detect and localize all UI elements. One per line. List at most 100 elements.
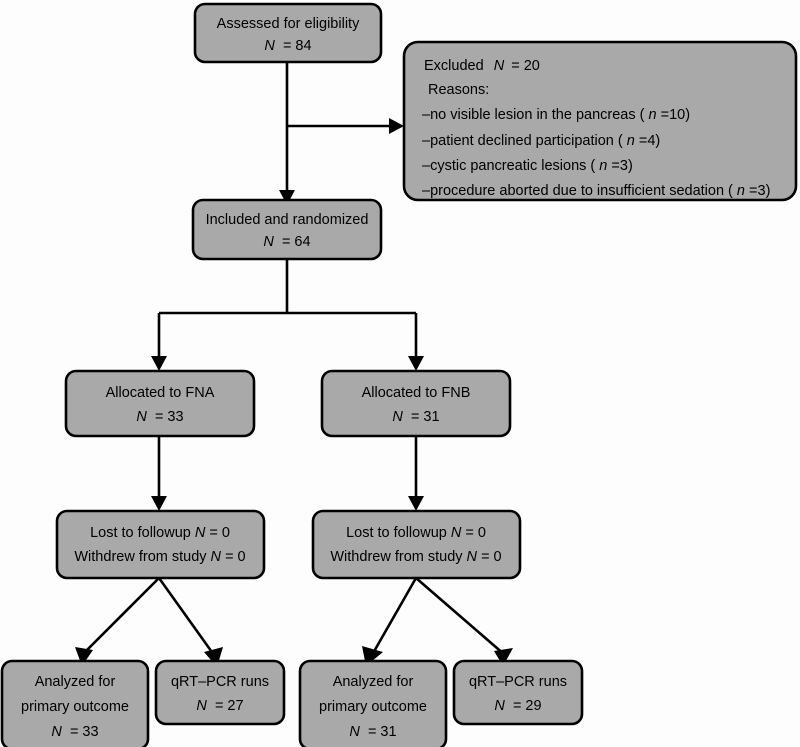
followup-fnb-line2-italic: N <box>467 549 478 565</box>
assessed-box[interactable] <box>193 2 383 64</box>
excluded-reason-2-tail: =4) <box>639 133 660 149</box>
excluded-reason-4-tail: =3) <box>749 183 770 199</box>
connector-fnb-followup-to-analyzed <box>362 577 418 666</box>
excluded-reason-1-tail: =10) <box>661 107 690 123</box>
followup-fna-line2: Withdrew from study N = 0 <box>74 549 245 565</box>
qrtpcr-fnb-n-value: = 29 <box>513 698 542 714</box>
excluded-reason-2-italic: n <box>627 133 635 149</box>
analyzed-fna-line3: N = 33 <box>51 724 98 740</box>
alloc-fnb-n-italic: N <box>392 409 403 425</box>
included-line1: Included and randomized <box>206 212 369 228</box>
included-line2: N = 64 <box>263 234 310 250</box>
analyzed-fna-box[interactable] <box>0 659 150 747</box>
excluded-heading-italic: N <box>494 58 505 74</box>
excluded-reason-4: –procedure aborted due to insufficient s… <box>422 183 770 199</box>
qrtpcr-fnb-n-italic: N <box>494 698 505 714</box>
excluded-reason-1-italic: n <box>649 107 657 123</box>
followup-fnb-line2-post: = 0 <box>481 549 502 565</box>
connector-assessed-to-included <box>279 62 295 205</box>
alloc-fna-n-italic: N <box>136 409 147 425</box>
excluded-reason-1-text: –no visible lesion in the pancreas ( <box>422 107 645 123</box>
excluded-reason-3-italic: n <box>599 158 607 174</box>
qrtpcr-fna-n-italic: N <box>196 698 207 714</box>
connector-fnb-alloc-to-followup <box>408 436 424 511</box>
qrtpcr-fna-n-value: = 27 <box>215 698 244 714</box>
alloc-fna-line1: Allocated to FNA <box>106 385 215 401</box>
excluded-reason-3-text: –cystic pancreatic lesions ( <box>422 158 595 174</box>
followup-fna-line1-italic: N <box>195 525 206 541</box>
included-n-italic: N <box>263 234 274 250</box>
qrtpcr-fna-line2: N = 27 <box>196 698 243 714</box>
excluded-reason-3: –cystic pancreatic lesions ( n =3) <box>422 158 633 174</box>
node-excluded[interactable]: Excluded N = 20 Reasons: –no visible les… <box>402 40 798 202</box>
analyzed-fna-n-italic: N <box>51 724 62 740</box>
followup-fna-box[interactable] <box>55 509 266 580</box>
excluded-reason-3-tail: =3) <box>611 158 632 174</box>
followup-fna-line1: Lost to followup N = 0 <box>90 525 230 541</box>
alloc-fnb-box[interactable] <box>320 369 512 438</box>
alloc-fnb-line1: Allocated to FNB <box>362 385 471 401</box>
node-included-and-randomized[interactable]: Included and randomized N = 64 <box>191 198 383 261</box>
qrtpcr-fna-line1: qRT–PCR runs <box>171 674 269 690</box>
qrtpcr-fnb-line1: qRT–PCR runs <box>469 674 567 690</box>
followup-fna-line1-pre: Lost to followup <box>90 525 195 541</box>
followup-fnb-line2: Withdrew from study N = 0 <box>330 549 501 565</box>
followup-fnb-line2-pre: Withdrew from study <box>330 549 466 565</box>
excluded-heading-value: = 20 <box>511 58 540 74</box>
connector-fnb-followup-to-qrtpcr <box>415 577 513 666</box>
analyzed-fnb-line3: N = 31 <box>349 724 396 740</box>
followup-fna-line2-italic: N <box>211 549 222 565</box>
excluded-reasons-label: Reasons: <box>428 82 489 98</box>
followup-fna-line2-pre: Withdrew from study <box>74 549 210 565</box>
analyzed-fnb-line2: primary outcome <box>319 699 427 715</box>
excluded-reason-1: –no visible lesion in the pancreas ( n =… <box>422 107 690 123</box>
followup-fnb-line1-italic: N <box>451 525 462 541</box>
qrtpcr-fnb-line2: N = 29 <box>494 698 541 714</box>
alloc-fna-box[interactable] <box>64 369 256 438</box>
node-qrtpcr-fnb[interactable]: qRT–PCR runs N = 29 <box>452 659 584 726</box>
followup-fnb-box[interactable] <box>311 509 522 580</box>
included-box[interactable] <box>191 198 383 261</box>
assessed-n-value: = 84 <box>283 38 312 54</box>
excluded-reason-4-italic: n <box>737 183 745 199</box>
connector-fna-followup-to-qrtpcr <box>157 577 223 667</box>
alloc-fna-n-value: = 33 <box>155 409 184 425</box>
node-qrtpcr-fna[interactable]: qRT–PCR runs N = 27 <box>154 659 286 726</box>
connector-fna-alloc-to-followup <box>151 436 167 511</box>
followup-fnb-line1-pre: Lost to followup <box>346 525 451 541</box>
excluded-box[interactable] <box>402 40 798 202</box>
node-analyzed-fna[interactable]: Analyzed for primary outcome N = 33 <box>0 659 150 747</box>
excluded-heading: Excluded N = 20 <box>424 58 540 74</box>
alloc-fna-line2: N = 33 <box>136 409 183 425</box>
alloc-fnb-n-value: = 31 <box>411 409 440 425</box>
node-followup-fnb[interactable]: Lost to followup N = 0 Withdrew from stu… <box>311 509 522 580</box>
qrtpcr-fna-box[interactable] <box>154 659 286 726</box>
alloc-fnb-line2: N = 31 <box>392 409 439 425</box>
assessed-n-italic: N <box>264 38 275 54</box>
analyzed-fnb-n-value: = 31 <box>368 724 397 740</box>
followup-fnb-line1-post: = 0 <box>465 525 486 541</box>
node-allocated-to-fna[interactable]: Allocated to FNA N = 33 <box>64 369 256 438</box>
analyzed-fna-line2: primary outcome <box>21 699 129 715</box>
node-assessed-for-eligibility[interactable]: Assessed for eligibility N = 84 <box>193 2 383 64</box>
assessed-line2: N = 84 <box>264 38 311 54</box>
connector-fna-followup-to-analyzed <box>75 577 160 666</box>
analyzed-fnb-n-italic: N <box>349 724 360 740</box>
analyzed-fnb-line1: Analyzed for <box>333 674 414 690</box>
included-n-value: = 64 <box>282 234 311 250</box>
node-followup-fna[interactable]: Lost to followup N = 0 Withdrew from stu… <box>55 509 266 580</box>
excluded-reason-4-text: –procedure aborted due to insufficient s… <box>422 183 733 199</box>
followup-fna-line1-post: = 0 <box>209 525 230 541</box>
followup-fnb-line1: Lost to followup N = 0 <box>346 525 486 541</box>
node-analyzed-fnb[interactable]: Analyzed for primary outcome N = 31 <box>298 659 448 747</box>
connector-included-split <box>151 259 424 371</box>
node-allocated-to-fnb[interactable]: Allocated to FNB N = 31 <box>320 369 512 438</box>
analyzed-fnb-box[interactable] <box>298 659 448 747</box>
analyzed-fna-n-value: = 33 <box>70 724 99 740</box>
connector-assessed-to-excluded <box>287 118 404 134</box>
excluded-reason-2: –patient declined participation ( n =4) <box>422 133 660 149</box>
assessed-line1: Assessed for eligibility <box>217 16 360 32</box>
qrtpcr-fnb-box[interactable] <box>452 659 584 726</box>
